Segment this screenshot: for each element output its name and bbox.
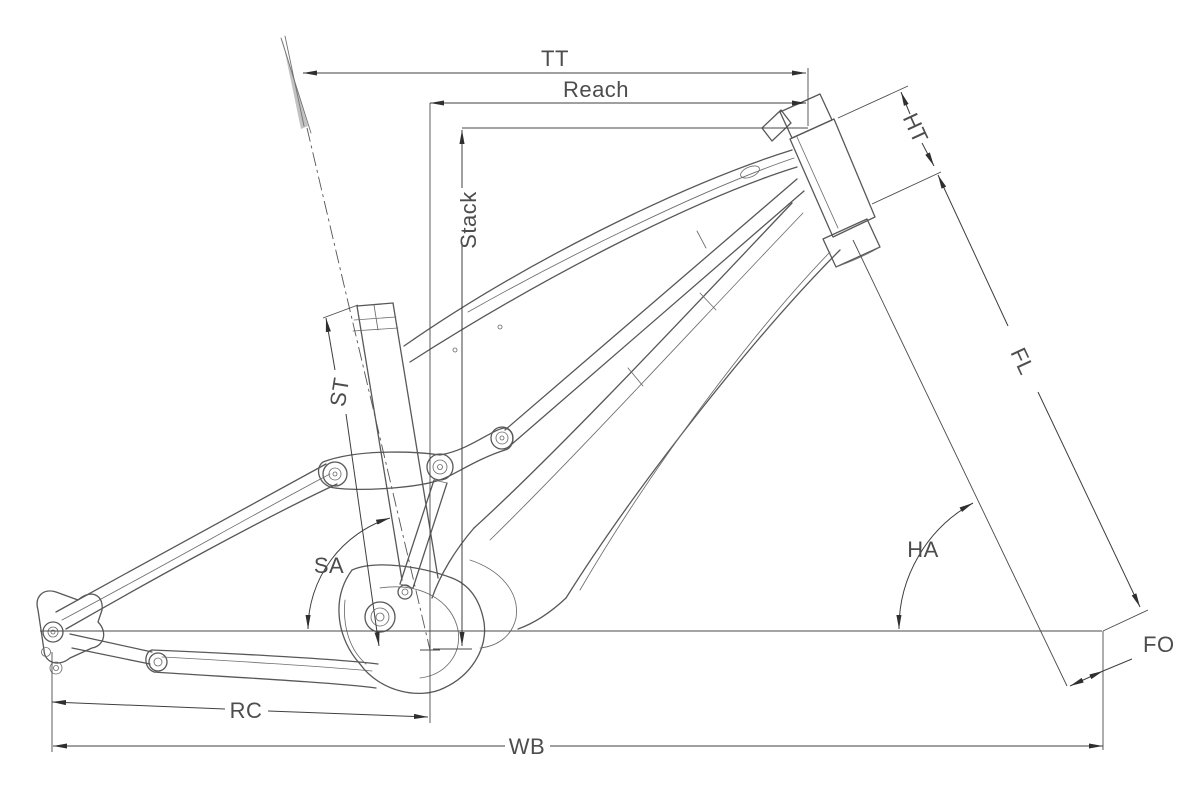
- label-tt: TT: [541, 46, 569, 71]
- steering-axis-line: [852, 239, 1068, 687]
- shock: [397, 479, 448, 600]
- dim-rear-center: RC: [51, 698, 429, 723]
- dim-seat-tube: ST: [325, 317, 380, 647]
- motor-assembly: [338, 559, 517, 695]
- label-ha: HA: [907, 537, 939, 562]
- dim-wheelbase: WB: [53, 734, 1103, 759]
- dim-head-tube: HT: [898, 91, 935, 167]
- label-sa: SA: [314, 553, 344, 578]
- top-tube: [403, 149, 798, 363]
- centerlines: [306, 127, 431, 651]
- label-stack: Stack: [456, 191, 481, 249]
- seatpost-extension: [280, 35, 312, 134]
- top-tube-port: [740, 165, 760, 179]
- label-ht: HT: [898, 109, 933, 147]
- head-tube: [761, 93, 881, 268]
- dim-seat-angle: SA: [305, 517, 391, 630]
- dim-fork-length: FL: [937, 174, 1141, 608]
- seat-axis-centerline: [306, 127, 431, 651]
- rear-dropout: [36, 590, 105, 675]
- bike-frame-drawing: [36, 35, 1068, 695]
- seat-tube: [352, 302, 439, 581]
- label-wb: WB: [509, 734, 545, 759]
- label-fl: FL: [1006, 344, 1040, 379]
- seat-stay: [55, 463, 338, 630]
- dim-reach: Reach: [430, 77, 806, 106]
- chain-stay: [69, 633, 379, 689]
- dim-top-tube: TT: [303, 46, 806, 76]
- dim-fork-offset: FO: [1069, 632, 1175, 687]
- dim-head-angle: HA: [896, 502, 974, 630]
- label-st: ST: [325, 376, 354, 409]
- label-fo: FO: [1143, 632, 1175, 657]
- label-reach: Reach: [563, 77, 629, 102]
- down-tube: [431, 202, 841, 630]
- extension-lines: [40, 68, 1149, 752]
- rocker-link: [317, 426, 514, 490]
- dimensions: TT Reach Stack HT FL ST: [40, 46, 1175, 759]
- label-rc: RC: [230, 698, 263, 723]
- top-tube-brace: [504, 178, 805, 445]
- dim-stack: Stack: [456, 130, 481, 646]
